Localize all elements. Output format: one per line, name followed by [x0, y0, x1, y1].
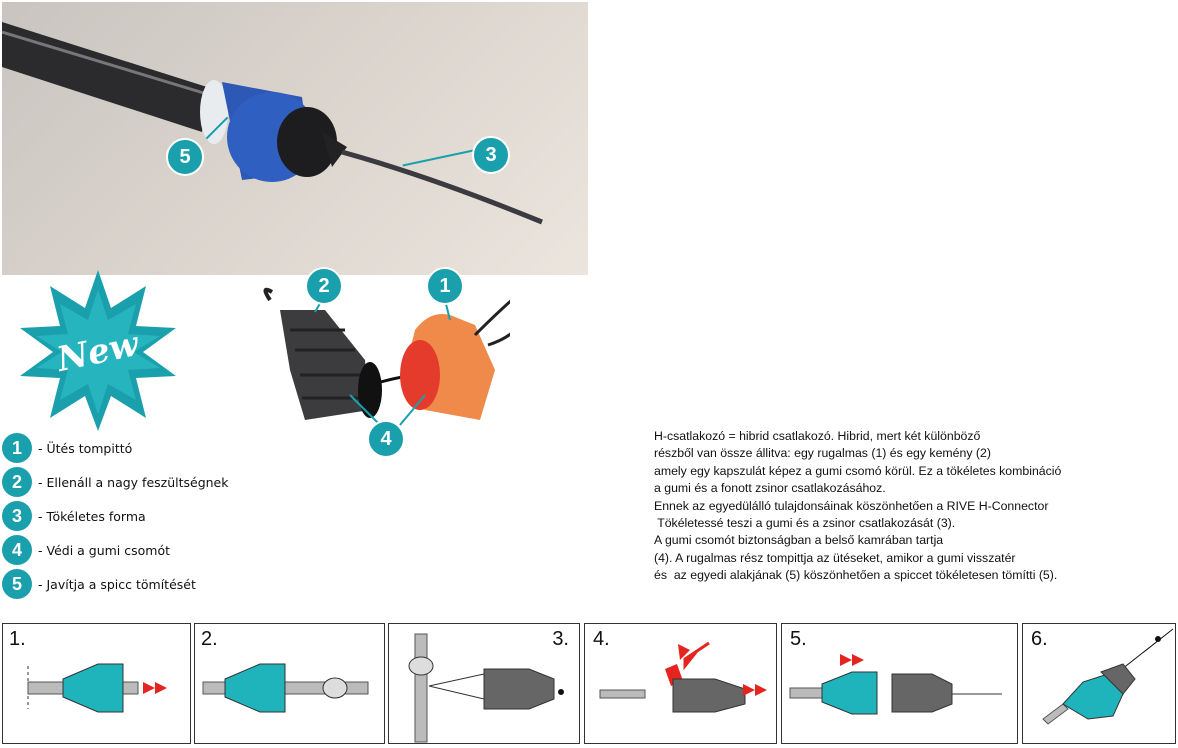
rod-illustration [1, 22, 543, 225]
feature-2: 2 - Ellenáll a nagy feszültségnek [2, 466, 229, 498]
number-badge: 1 [2, 433, 32, 463]
callout-2: 2 [305, 267, 343, 305]
step-number: 3. [552, 628, 569, 650]
step-number: 2. [201, 628, 218, 650]
feature-5: 5 - Javítja a spicc tömítését [2, 568, 196, 600]
description-line: Ennek az egyedülálló tulajdonsáinak kösz… [654, 498, 1049, 513]
description-line: a gumi és a fonott zsinor csatlakozásáho… [654, 481, 886, 496]
callout-1: 1 [426, 267, 464, 305]
feature-3: 3 - Tökéletes forma [2, 500, 146, 532]
description-line: (4). A rugalmas rész tompittja az ütések… [654, 550, 1016, 565]
step-number: 6. [1031, 628, 1048, 650]
step-1-panel: 1. [2, 623, 191, 744]
step-4-panel: 4. [584, 623, 777, 744]
description-line: és az egyedi alakjának (5) köszönhetően … [654, 568, 1058, 583]
step-number: 4. [593, 628, 610, 650]
description-line: H-csatlakozó = hibrid csatlakozó. Hibrid… [654, 429, 981, 443]
feature-text: - Javítja a spicc tömítését [38, 576, 196, 592]
feature-text: - Ellenáll a nagy feszültségnek [38, 474, 229, 490]
callout-3: 3 [472, 136, 510, 174]
step-6-panel: 6. [1022, 623, 1176, 744]
parts-illustration: 2 1 4 [250, 267, 532, 464]
number-badge: 4 [2, 535, 32, 565]
number-badge: 3 [2, 501, 32, 531]
feature-4: 4 - Védi a gumi csomót [2, 534, 170, 566]
step-3-panel: 3. [388, 623, 580, 744]
step-2-panel: 2. [194, 623, 385, 744]
feature-text: - Ütés tompittó [38, 440, 133, 456]
callout-5: 5 [166, 138, 204, 176]
step-number: 1. [9, 628, 26, 650]
number-badge: 5 [2, 569, 32, 599]
description-line: részből van össze állitva: egy rugalmas … [654, 446, 991, 461]
description-line: A gumi csomót biztonságban a belső kamrá… [654, 533, 944, 548]
description-line: Tökéletessé teszi a gumi és a zsinor csa… [654, 516, 956, 531]
new-star-badge: New [18, 268, 178, 437]
feature-1: 1 - Ütés tompittó [2, 432, 132, 464]
number-badge: 2 [2, 467, 32, 497]
feature-text: - Tökéletes forma [38, 508, 146, 524]
description: H-csatlakozó = hibrid csatlakozó. Hibrid… [654, 428, 1061, 585]
feature-text: - Védi a gumi csomót [38, 542, 171, 558]
step-5-panel: 5. [781, 623, 1018, 744]
description-line: amely egy kapszulát képez a gumi csomó k… [654, 463, 1062, 478]
callout-4: 4 [367, 420, 405, 458]
product-photo: 5 3 [1, 2, 588, 275]
step-number: 5. [790, 628, 807, 650]
